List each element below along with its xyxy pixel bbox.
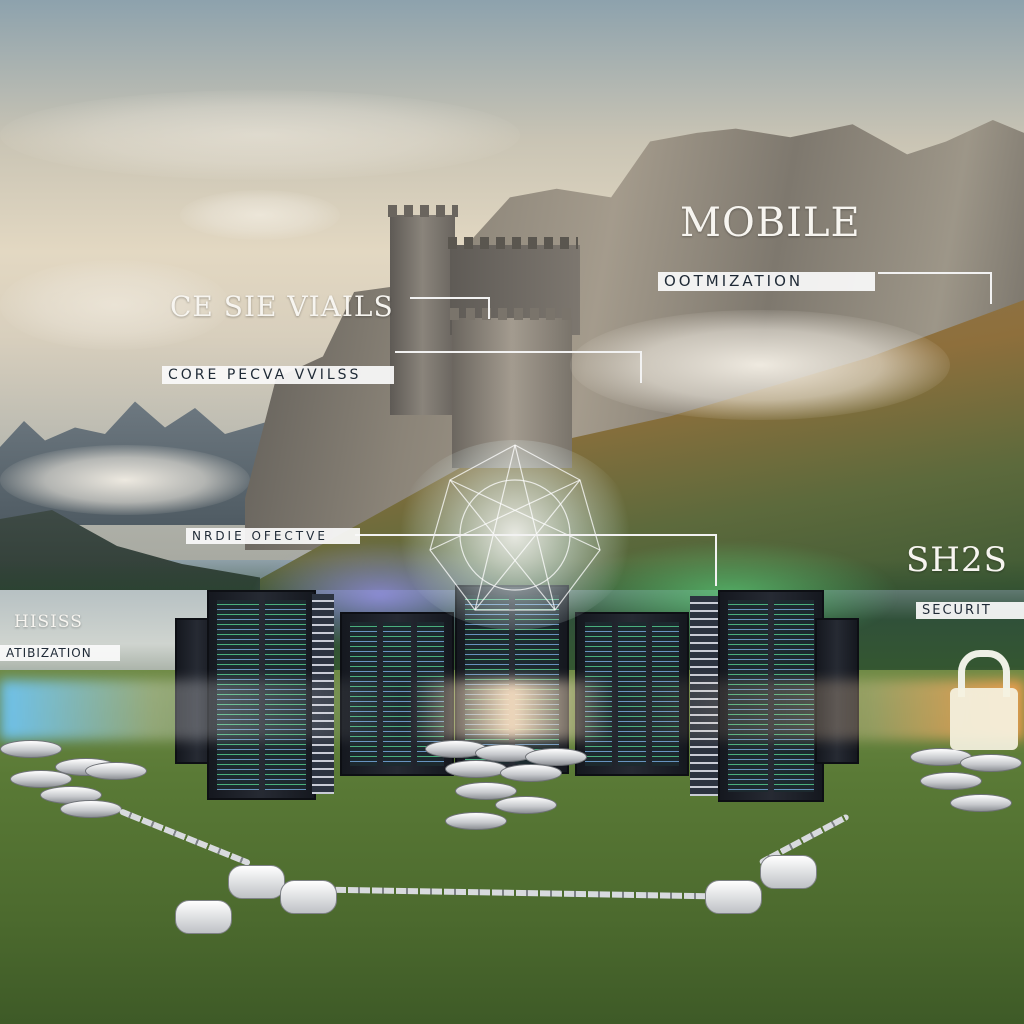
chain-lock: [705, 880, 762, 914]
coin-stack-left: [0, 740, 150, 830]
objective-subtitle: NRDIE OFECTVE: [186, 528, 360, 544]
mobile-title: MOBILE: [680, 200, 861, 246]
left-title: HISISS: [14, 612, 83, 632]
security-title: SH2S: [906, 540, 1008, 580]
core-title: CE SIE VIAILS: [170, 290, 394, 323]
coin-stack-right: [910, 748, 1024, 828]
cloud: [570, 310, 950, 420]
chain-lock: [280, 880, 337, 914]
cloud: [180, 190, 340, 240]
leader-line: [410, 297, 490, 319]
leader-line: [355, 534, 717, 586]
castle-crenellation: [448, 237, 578, 249]
chain-lock: [175, 900, 232, 934]
security-subtitle: SECURIT: [916, 602, 1024, 619]
cloud: [0, 260, 230, 350]
leader-line: [878, 272, 992, 304]
light-beam: [0, 680, 1024, 740]
castle-crenellation: [388, 205, 458, 217]
network-mesh-icon: [429, 444, 601, 611]
cloud: [0, 90, 520, 180]
left-subtitle: ATIBIZATION: [0, 645, 120, 661]
chain-lock: [760, 855, 817, 889]
mobile-subtitle: OOTMIZATION: [658, 272, 875, 291]
castle-tower: [390, 215, 455, 415]
chain-lock: [228, 865, 285, 899]
cloud: [0, 445, 250, 515]
leader-line: [395, 351, 642, 383]
core-subtitle: CORE PECVA VVILSS: [162, 366, 394, 384]
coin-stack-center: [425, 740, 587, 840]
castle-crenellation: [450, 308, 574, 320]
